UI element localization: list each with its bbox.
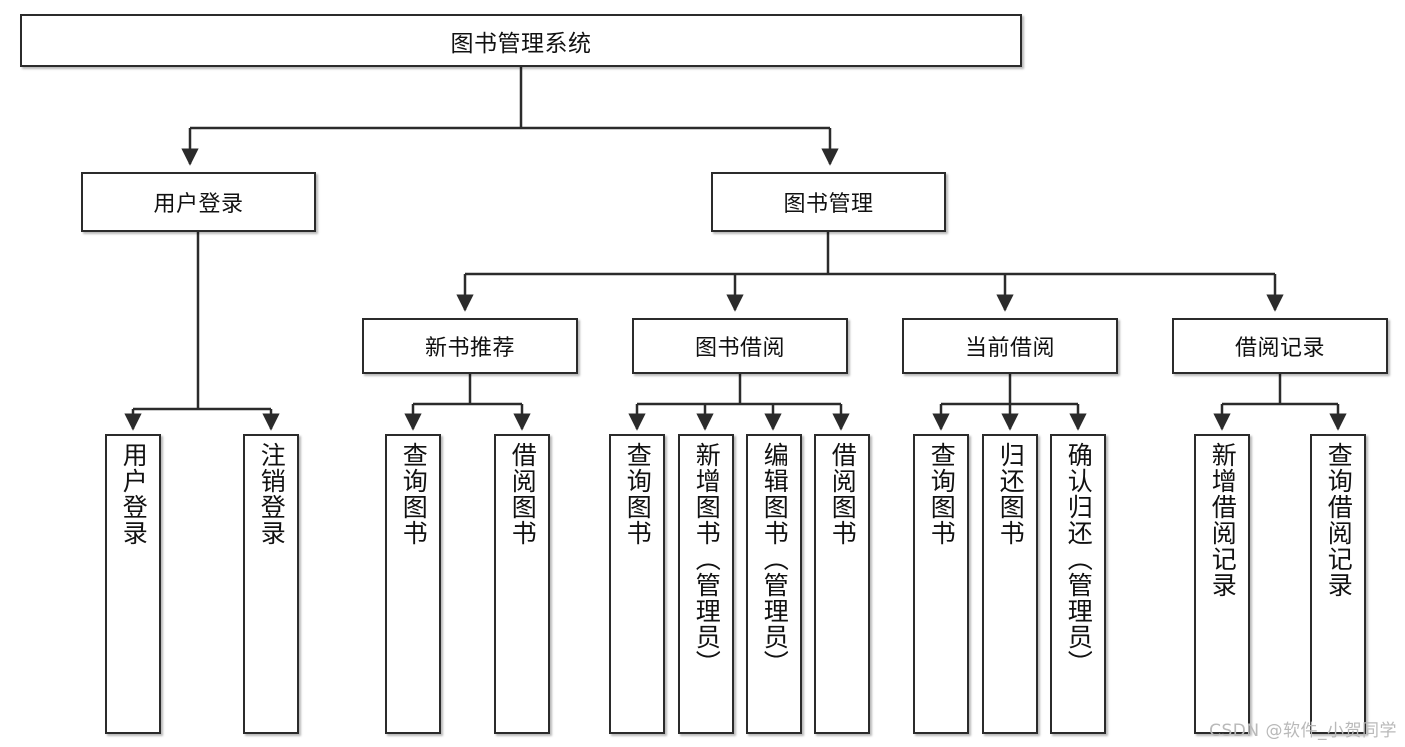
node-label: 查询图书: [927, 442, 957, 546]
node-label: 借阅图书: [508, 442, 538, 546]
node-label: 图书管理系统: [450, 30, 592, 57]
leaf-query-book-current[interactable]: 查询图书: [913, 434, 969, 734]
node-label: 确认归还（管理员）: [1064, 442, 1094, 676]
leaf-query-book[interactable]: 查询图书: [609, 434, 665, 734]
leaf-return-book[interactable]: 归还图书: [982, 434, 1038, 734]
node-label: 归还图书: [996, 442, 1026, 546]
leaf-edit-book-admin[interactable]: 编辑图书（管理员）: [746, 434, 802, 734]
leaf-add-borrow-record[interactable]: 新增借阅记录: [1194, 434, 1250, 734]
node-new-book-recommend[interactable]: 新书推荐: [362, 318, 578, 374]
leaf-add-book-admin[interactable]: 新增图书（管理员）: [678, 434, 734, 734]
watermark: CSDN @软件_小贺同学: [1209, 721, 1397, 741]
node-book-borrow[interactable]: 图书借阅: [632, 318, 848, 374]
node-label: 当前借阅: [964, 336, 1055, 361]
node-user-login[interactable]: 用户登录: [81, 172, 316, 232]
node-book-management[interactable]: 图书管理: [711, 172, 946, 232]
node-root[interactable]: 图书管理系统: [20, 14, 1022, 67]
node-label: 图书借阅: [694, 336, 785, 361]
node-label: 用户登录: [119, 442, 149, 546]
node-label: 查询图书: [623, 442, 653, 546]
node-label: 编辑图书（管理员）: [760, 442, 790, 676]
leaf-logout[interactable]: 注销登录: [243, 434, 299, 734]
node-label: 新增图书（管理员）: [692, 442, 722, 676]
leaf-query-book-recommend[interactable]: 查询图书: [385, 434, 441, 734]
node-label: 借阅记录: [1234, 336, 1325, 361]
node-label: 查询图书: [399, 442, 429, 546]
node-label: 用户登录: [153, 192, 244, 217]
node-label: 查询借阅记录: [1324, 442, 1354, 598]
node-label: 图书管理: [783, 192, 874, 217]
leaf-confirm-return-admin[interactable]: 确认归还（管理员）: [1050, 434, 1106, 734]
node-label: 借阅图书: [828, 442, 858, 546]
node-label: 新增借阅记录: [1208, 442, 1238, 598]
node-label: 新书推荐: [424, 336, 515, 361]
leaf-borrow-book-recommend[interactable]: 借阅图书: [494, 434, 550, 734]
node-borrow-record[interactable]: 借阅记录: [1172, 318, 1388, 374]
leaf-user-login[interactable]: 用户登录: [105, 434, 161, 734]
leaf-query-borrow-record[interactable]: 查询借阅记录: [1310, 434, 1366, 734]
leaf-borrow-book[interactable]: 借阅图书: [814, 434, 870, 734]
node-current-borrow[interactable]: 当前借阅: [902, 318, 1118, 374]
node-label: 注销登录: [257, 442, 287, 546]
